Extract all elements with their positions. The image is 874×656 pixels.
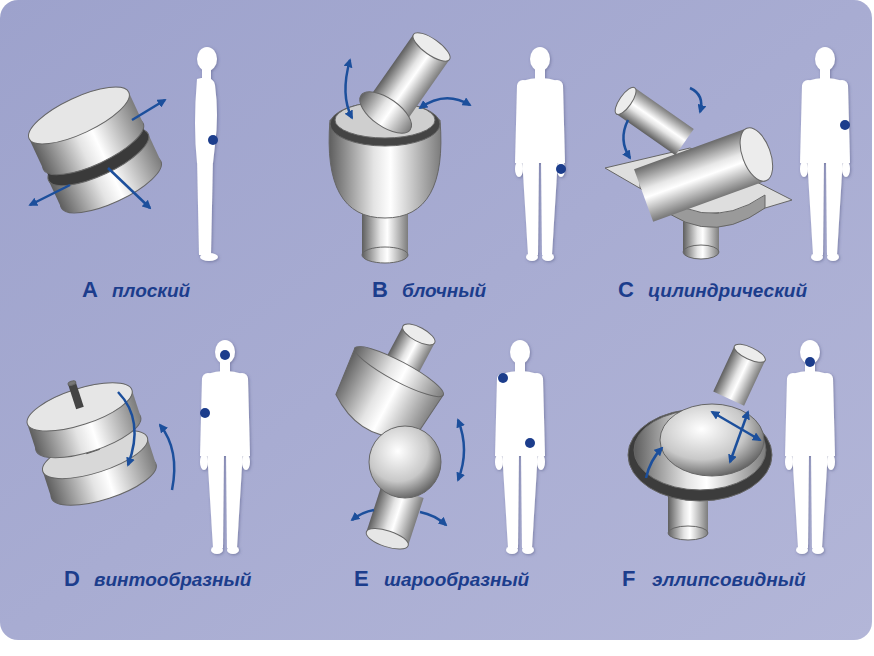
- joint-location-dot: [525, 438, 535, 448]
- panel-letter: F: [622, 568, 635, 590]
- joint-location-dot: [556, 164, 566, 174]
- joint-type-label: эллипсовидный: [652, 570, 806, 589]
- panel-letter: A: [82, 279, 98, 301]
- panel-letter: D: [64, 568, 80, 590]
- panel-letter: C: [618, 279, 634, 301]
- background-panel: [0, 0, 872, 640]
- body-silhouette: [495, 340, 545, 554]
- body-silhouette: [785, 340, 835, 554]
- screw-joint: [19, 364, 162, 515]
- motion-arrows: [623, 88, 701, 158]
- body-silhouette: [800, 47, 850, 261]
- body-silhouette: [195, 47, 218, 261]
- cylindrical-joint: [605, 84, 792, 259]
- joint-type-label: плоский: [112, 281, 190, 300]
- joint-type-label: шарообразный: [384, 570, 529, 589]
- joint-location-dot: [805, 357, 815, 367]
- hinge-joint: [329, 23, 461, 263]
- motion-arrows: [30, 100, 165, 208]
- body-silhouette: [515, 47, 565, 261]
- joint-location-dot: [220, 350, 230, 360]
- joint-type-label: цилиндрический: [648, 281, 807, 300]
- joint-location-dot: [498, 373, 508, 383]
- joint-location-dot: [200, 408, 210, 418]
- body-silhouette: [200, 340, 250, 554]
- motion-arrows: [646, 412, 760, 478]
- joint-type-label: винтообразный: [94, 570, 251, 589]
- motion-arrows: [352, 420, 464, 525]
- plane-joint: [21, 76, 168, 224]
- motion-arrows: [345, 60, 470, 118]
- joint-location-dot: [840, 120, 850, 130]
- ball-joint: [324, 305, 466, 553]
- joint-type-label: блочный: [402, 281, 486, 300]
- motion-arrows: [118, 392, 174, 490]
- ellipsoid-joint: [628, 341, 772, 540]
- panel-letter: B: [372, 279, 388, 301]
- joint-location-dot: [208, 135, 218, 145]
- panel-letter: E: [354, 568, 369, 590]
